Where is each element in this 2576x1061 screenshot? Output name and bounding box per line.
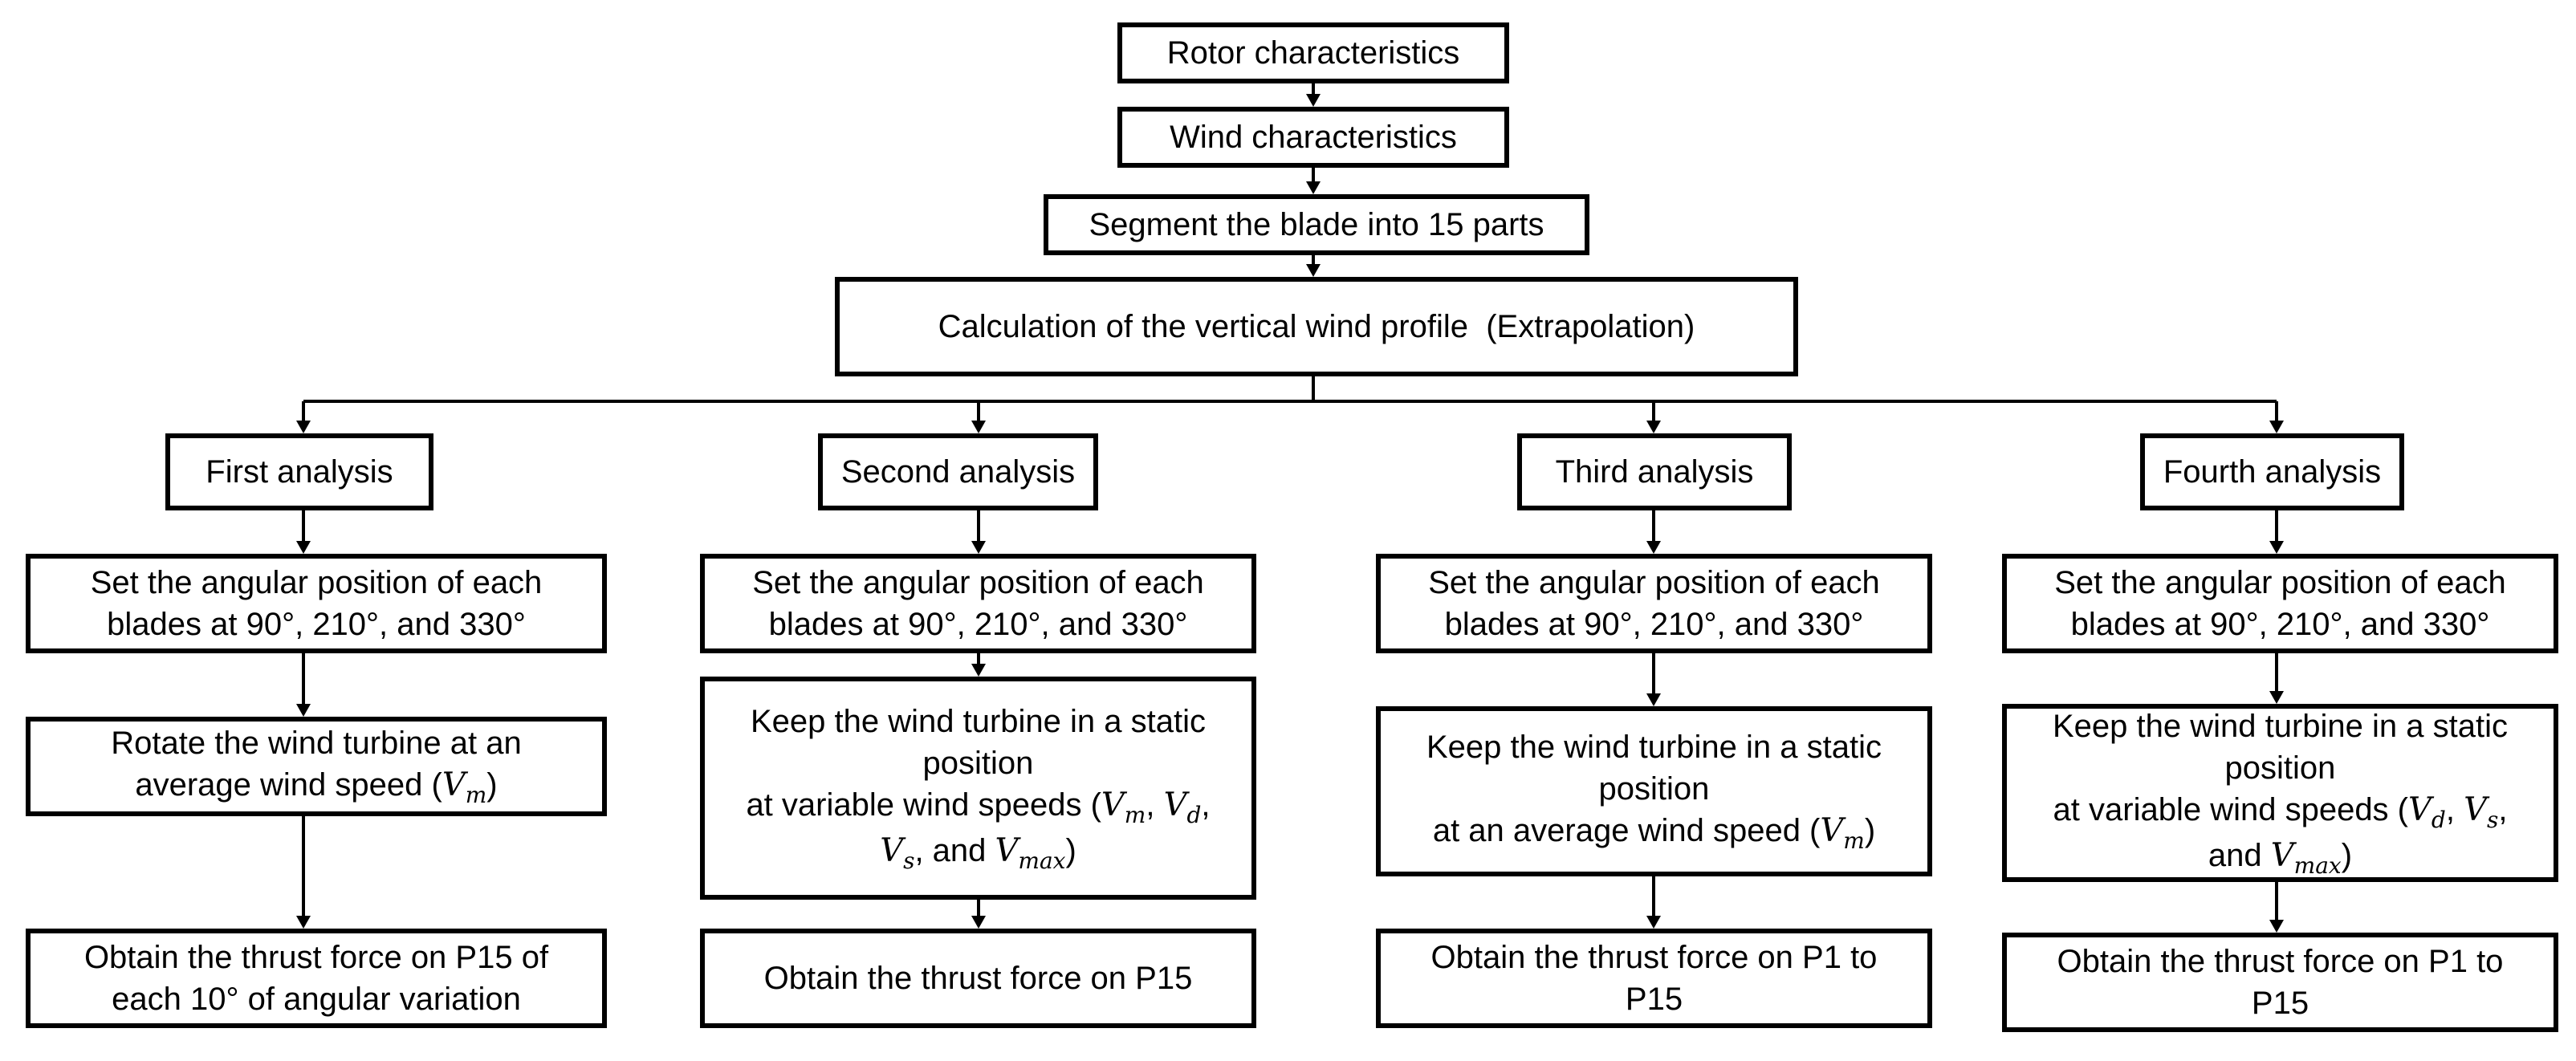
arrowhead (296, 916, 311, 929)
analysis-title-box: First analysis (165, 433, 433, 510)
step-text: Keep the wind turbine in a static positio… (1426, 726, 1882, 856)
step-text-line: Keep the wind turbine in a static (2052, 708, 2508, 744)
arrowhead (2269, 691, 2284, 704)
step-text: Set the angular position of each blades a… (1428, 562, 1880, 645)
step-text-line: P15 (1625, 982, 1683, 1017)
analysis-title-label: Third analysis (1555, 454, 1754, 490)
arrowhead (296, 541, 311, 554)
step-text-line: Obtain the thrust force on P15 (763, 961, 1193, 996)
step-text-line: P15 (2251, 986, 2309, 1021)
arrowhead (971, 421, 986, 433)
segment-blade-box: Segment the blade into 15 parts (1044, 194, 1589, 255)
step-text: Rotate the wind turbine at an average win… (111, 722, 521, 810)
arrowhead (1306, 94, 1321, 107)
step-text-line: Set the angular position of each (752, 565, 1204, 600)
analysis-title-label: Fourth analysis (2163, 454, 2382, 490)
analysis-title-box: Second analysis (818, 433, 1098, 510)
step-text-line: Obtain the thrust force on P1 to (2057, 944, 2504, 979)
segment-blade-label: Segment the blade into 15 parts (1089, 207, 1544, 242)
rotor-characteristics-box: Rotor characteristics (1117, 22, 1509, 83)
step-text-line: blades at 90°, 210°, and 330° (768, 607, 1188, 642)
step-text-line: Obtain the thrust force on P1 to (1430, 940, 1878, 975)
arrowhead (1306, 264, 1321, 277)
analysis-title-label: Second analysis (840, 454, 1076, 490)
wind-profile-box: Calculation of the vertical wind profile… (835, 277, 1798, 376)
arrowhead (2269, 421, 2284, 433)
step-text-line: each 10° of angular variation (112, 982, 521, 1017)
arrowhead (971, 916, 986, 929)
step-text-line: average wind speed (Vm) (135, 766, 498, 809)
arrowhead (2269, 541, 2284, 554)
arrowhead (1646, 421, 1661, 433)
step-text-line: Set the angular position of each (1428, 565, 1880, 600)
analysis-step-box: Keep the wind turbine in a static positio… (2002, 704, 2558, 882)
analysis-step-box: Keep the wind turbine in a static positio… (1376, 706, 1932, 876)
analysis-step-box: Set the angular position of each blades a… (700, 554, 1256, 653)
step-text-line: at variable wind speeds (Vd, Vs, (2053, 791, 2508, 833)
analysis-title-box: Fourth analysis (2140, 433, 2404, 510)
wind-characteristics-label: Wind characteristics (1170, 120, 1457, 155)
step-text: Obtain the thrust force on P1 to P15 (2057, 941, 2504, 1024)
step-text-line: position (2224, 750, 2336, 786)
step-text-line: at an average wind speed (Vm) (1432, 812, 1876, 855)
step-text: Set the angular position of each blades a… (752, 562, 1204, 645)
arrowhead (1646, 541, 1661, 554)
step-text: Keep the wind turbine in a static positio… (746, 701, 1210, 876)
arrowhead (1646, 693, 1661, 706)
step-text: Keep the wind turbine in a static positio… (2053, 705, 2508, 881)
step-text-line: at variable wind speeds (Vm, Vd, (746, 786, 1211, 828)
rotor-characteristics-label: Rotor characteristics (1166, 35, 1460, 71)
analysis-step-box: Set the angular position of each blades a… (26, 554, 607, 653)
step-text-line: position (1598, 771, 1710, 807)
analysis-step-box: Obtain the thrust force on P1 to P15 (1376, 929, 1932, 1028)
step-text-line: blades at 90°, 210°, and 330° (107, 607, 526, 642)
arrowhead (296, 421, 311, 433)
analysis-step-box: Set the angular position of each blades a… (2002, 554, 2558, 653)
wind-profile-label: Calculation of the vertical wind profile… (938, 309, 1695, 344)
wind-characteristics-box: Wind characteristics (1117, 107, 1509, 168)
arrowhead (296, 704, 311, 717)
analysis-title-box: Third analysis (1517, 433, 1792, 510)
step-text-line: Keep the wind turbine in a static (1426, 730, 1882, 766)
step-text-line: blades at 90°, 210°, and 330° (1444, 607, 1864, 642)
arrowhead (971, 664, 986, 677)
step-text-line: blades at 90°, 210°, and 330° (2070, 607, 2490, 642)
step-text-line: Set the angular position of each (2054, 565, 2506, 600)
analysis-step-box: Obtain the thrust force on P15 (700, 929, 1256, 1028)
step-text-line: Keep the wind turbine in a static (750, 703, 1206, 739)
step-text: Set the angular position of each blades a… (91, 562, 543, 645)
arrowhead (1646, 916, 1661, 929)
arrowhead (971, 541, 986, 554)
analysis-title-label: First analysis (206, 454, 393, 490)
step-text: Set the angular position of each blades a… (2054, 562, 2506, 645)
step-text: Obtain the thrust force on P1 to P15 (1431, 937, 1878, 1020)
arrowhead (1306, 181, 1321, 194)
step-text-line: Obtain the thrust force on P15 of (83, 940, 549, 975)
arrowhead (2269, 920, 2284, 933)
analysis-step-box: Set the angular position of each blades a… (1376, 554, 1932, 653)
analysis-step-box: Obtain the thrust force on P15 of each 10… (26, 929, 607, 1028)
analysis-step-box: Obtain the thrust force on P1 to P15 (2002, 933, 2558, 1032)
step-text-line: Rotate the wind turbine at an (111, 726, 522, 762)
analysis-step-box: Keep the wind turbine in a static positio… (700, 677, 1256, 900)
step-text-line: Set the angular position of each (90, 565, 543, 600)
analysis-step-box: Rotate the wind turbine at an average win… (26, 717, 607, 816)
step-text: Obtain the thrust force on P15 of each 10… (84, 937, 548, 1020)
step-text-line: position (922, 745, 1034, 781)
step-text-line: and Vmax) (2208, 837, 2353, 879)
step-text: Obtain the thrust force on P15 (764, 957, 1193, 999)
step-text-line: Vs, and Vmax) (880, 832, 1076, 874)
